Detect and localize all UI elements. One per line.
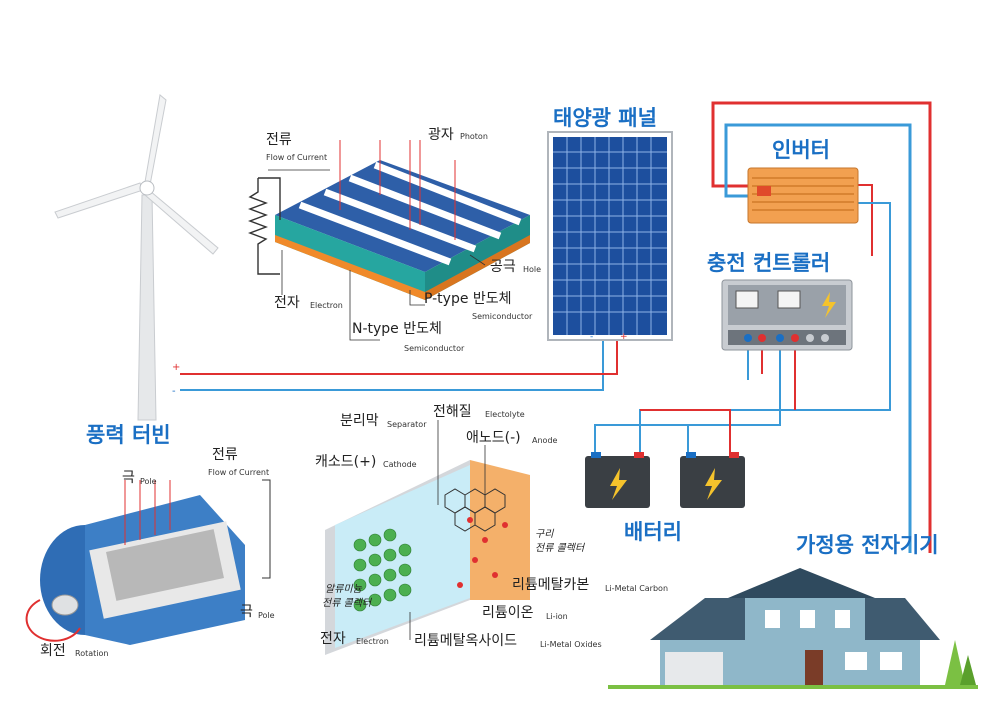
- hole-en: Hole: [523, 265, 542, 274]
- separator-en: Separator: [387, 420, 427, 429]
- li-electron-label: 전자: [320, 631, 346, 647]
- electrolyte-label: 전해질: [433, 404, 472, 420]
- photon-en: Photon: [460, 132, 488, 141]
- rotation-label: 회전: [40, 643, 66, 659]
- anode-en: Anode: [532, 436, 558, 445]
- ptype-en: Semiconductor: [472, 312, 533, 321]
- li-carbon-en: Li-Metal Carbon: [605, 584, 669, 593]
- cell-current-en: Flow of Current: [266, 153, 328, 162]
- copper-collector-l2: 전류 콜렉터: [535, 543, 585, 554]
- cell-electron-en: Electron: [310, 301, 343, 310]
- solar-panel-illustration: - +: [547, 131, 673, 342]
- pole-top-en: Pole: [140, 477, 157, 486]
- charge-controller-title: 충전 컨트롤러: [707, 251, 831, 275]
- cell-current-label: 전류: [266, 132, 292, 148]
- wiring: [180, 101, 932, 553]
- li-electron-en: Electron: [356, 637, 389, 646]
- charge-controller-illustration: [721, 279, 853, 351]
- ntype-en: Semiconductor: [404, 344, 465, 353]
- copper-collector-l1: 구리: [535, 529, 554, 540]
- cathode-label: 캐소드(+): [315, 454, 377, 470]
- svg-text:+: +: [620, 332, 628, 342]
- li-oxide-en: Li-Metal Oxides: [540, 640, 602, 649]
- hole-label: 공극: [490, 259, 516, 275]
- battery-bank-illustration: [585, 452, 745, 508]
- gen-current-en: Flow of Current: [208, 468, 270, 477]
- separator-label: 분리막: [340, 413, 379, 429]
- inverter-title: 인버터: [772, 138, 830, 162]
- al-collector-l1: 알류미늄: [325, 584, 362, 595]
- li-ion-en: Li-ion: [546, 612, 568, 621]
- household-title: 가정용 전자기기: [796, 533, 939, 557]
- cathode-en: Cathode: [383, 460, 417, 469]
- wind-turbine-title: 풍력 터빈: [86, 423, 171, 447]
- lithium-battery-illustration: [325, 420, 530, 655]
- inverter-illustration: [747, 167, 859, 224]
- svg-text:-: -: [172, 386, 176, 397]
- wind-turbine-illustration: + -: [54, 94, 219, 421]
- li-oxide-label: 리튬메탈옥사이드: [414, 633, 518, 649]
- generator-illustration: [25, 479, 271, 645]
- photon-label: 광자: [428, 127, 454, 143]
- anode-label: 애노드(-): [466, 430, 521, 446]
- gen-current-label: 전류: [212, 447, 238, 463]
- al-collector-l2: 전류 콜렉터: [322, 598, 372, 609]
- battery-title: 배터리: [624, 520, 682, 544]
- rotation-en: Rotation: [75, 649, 109, 658]
- svg-text:-: -: [590, 332, 593, 342]
- li-carbon-label: 리튬메탈카본: [512, 577, 590, 593]
- solar-cell-illustration: [248, 140, 530, 341]
- electrolyte-en: Electolyte: [485, 410, 525, 419]
- svg-text:+: +: [172, 362, 180, 373]
- ntype-label: N-type 반도체: [352, 321, 442, 337]
- pole-bottom-label: 극: [240, 604, 253, 620]
- house-illustration: [608, 568, 978, 689]
- cell-electron-label: 전자: [274, 295, 300, 311]
- ptype-label: P-type 반도체: [424, 291, 512, 307]
- pole-top-label: 극: [122, 470, 135, 486]
- li-ion-label: 리튬이온: [482, 605, 534, 621]
- solar-panel-title: 태양광 패널: [553, 106, 657, 130]
- pole-bottom-en: Pole: [258, 611, 275, 620]
